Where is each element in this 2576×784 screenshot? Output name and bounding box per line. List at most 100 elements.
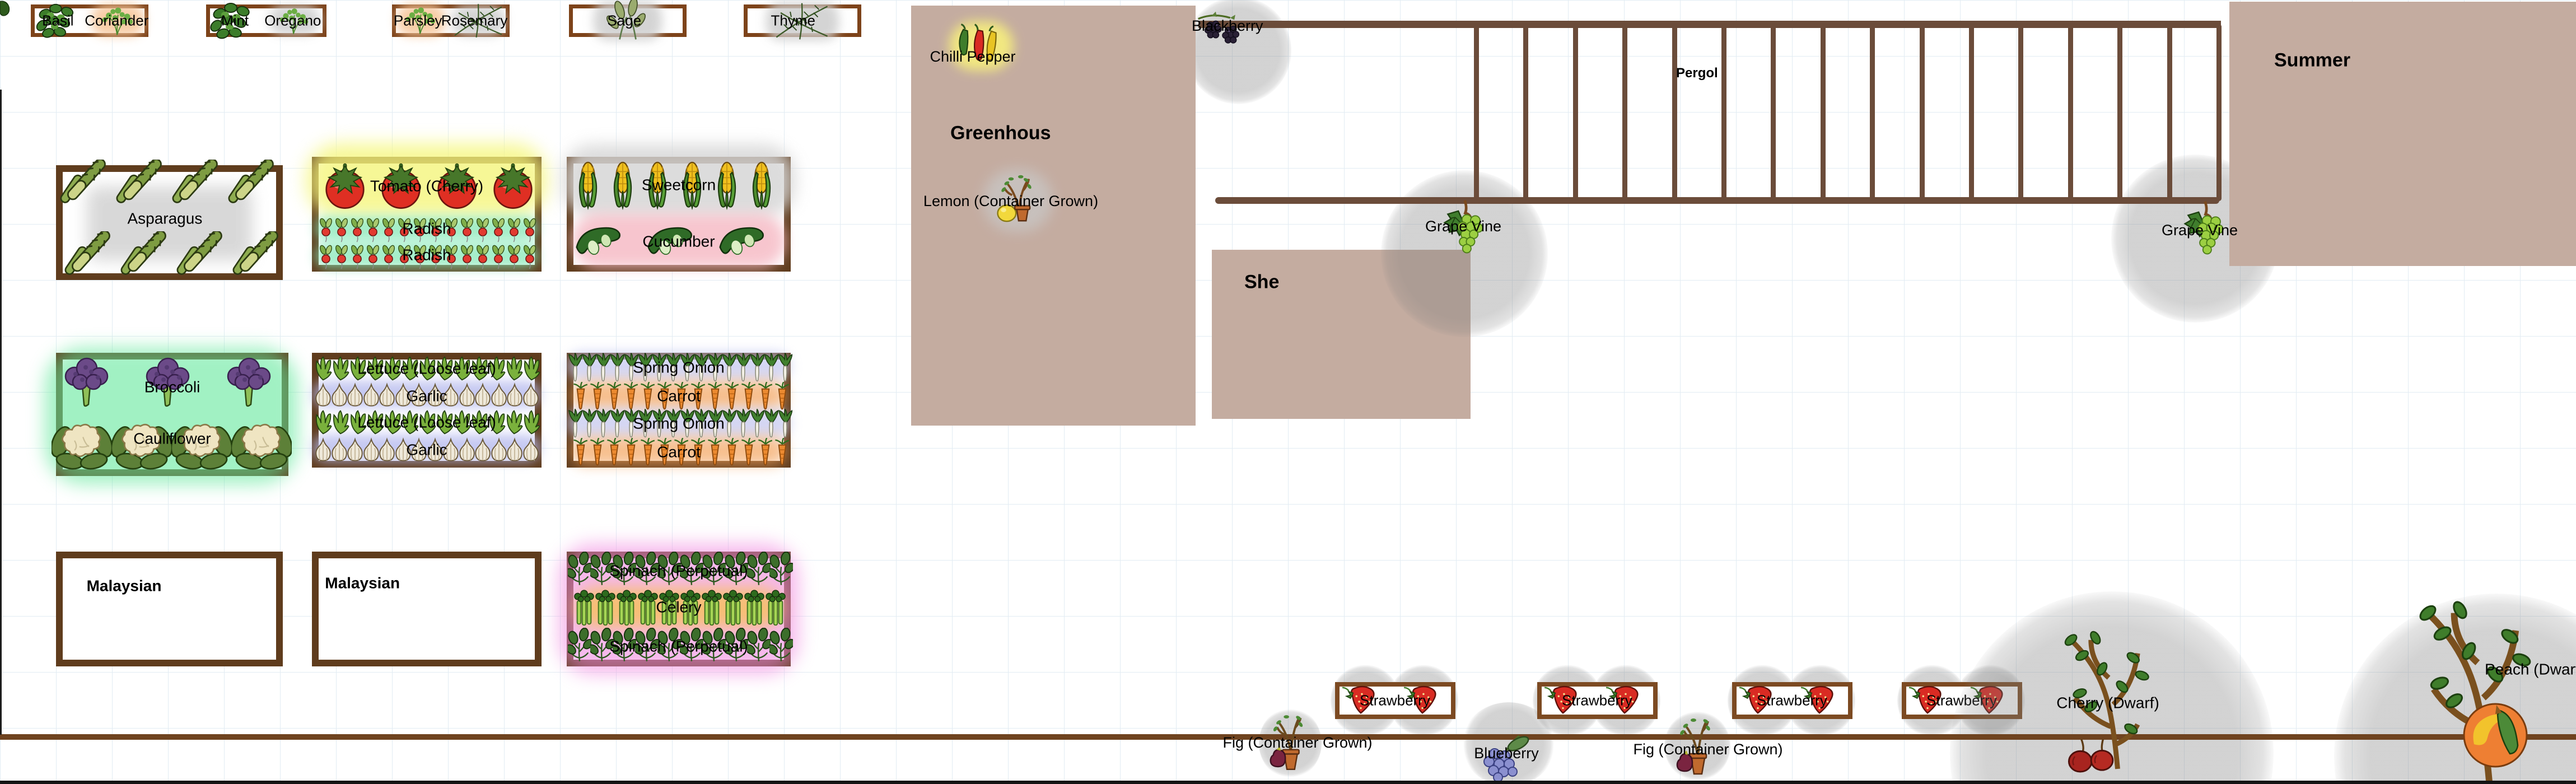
garlic-icon — [332, 437, 347, 464]
herb-planter-4[interactable]: Sage — [569, 4, 687, 40]
summerhouse[interactable]: Summer — [2229, 2, 2576, 266]
strawberry-bed-4[interactable]: Strawberry — [1902, 682, 2022, 719]
cherry-label: Cherry (Dwarf) — [2056, 694, 2159, 712]
shed[interactable]: She — [1212, 250, 1471, 419]
garlic-icon — [523, 382, 539, 409]
lettuce-icon — [505, 355, 523, 382]
radish-icon — [522, 217, 537, 243]
radish-icon — [366, 217, 380, 243]
planting-label: Spinach (Perpetual) — [609, 637, 748, 655]
pergola-rung — [2068, 24, 2073, 201]
fence-line[interactable] — [0, 734, 2576, 740]
spinach-icon — [769, 628, 793, 664]
strawberry-bed-2[interactable]: Strawberry — [1537, 682, 1658, 719]
pergola-rung — [1721, 24, 1726, 201]
sponion-icon — [764, 409, 778, 438]
celery-icon — [722, 590, 744, 626]
cauliflower-icon — [52, 412, 112, 472]
strawberry-label: Strawberry — [1926, 693, 1997, 709]
planting-label: Spring Onion — [633, 414, 725, 432]
sponion-icon — [750, 409, 764, 438]
bed-malaysian-2[interactable]: Malaysian — [312, 552, 542, 666]
radish-icon — [319, 244, 333, 270]
sponion-icon — [750, 353, 764, 382]
strawberry-bed-3[interactable]: Strawberry — [1732, 682, 1852, 719]
tomato-icon — [320, 160, 370, 212]
pergola-rung — [2117, 24, 2123, 201]
pergola-rung — [1474, 24, 1479, 201]
bed-asparagus[interactable]: Asparagus — [56, 165, 283, 280]
broccoli-icon — [59, 353, 115, 409]
halo — [87, 186, 252, 260]
herb-label: Oregano — [264, 12, 321, 29]
carrot-icon — [572, 438, 589, 467]
planting-label: Carrot — [657, 387, 701, 405]
asparagus-icon — [174, 231, 225, 279]
planting-row[interactable] — [62, 231, 286, 279]
radish-icon — [522, 244, 537, 270]
planting-label: Cucumber — [642, 232, 715, 250]
broccoli-icon — [221, 353, 277, 409]
radish-icon — [334, 244, 349, 270]
lettuce-icon — [522, 355, 540, 382]
garlic-icon — [332, 382, 347, 409]
spinach-icon — [747, 628, 771, 664]
garlic-icon — [363, 382, 379, 409]
plant-fig-1-label: Fig (Container Grown) — [1222, 734, 1373, 752]
planting-label: Radish — [402, 246, 451, 264]
chilli-pepper-label: Chilli Pepper — [930, 48, 1016, 66]
herb-planter-5[interactable]: Thyme — [744, 2, 861, 40]
planting-label: Asparagus — [127, 209, 203, 227]
asparagus-icon — [113, 160, 165, 208]
carrot-icon — [640, 438, 656, 467]
planting-label: Radish — [402, 220, 451, 237]
celery-icon — [595, 590, 616, 626]
planting-row[interactable] — [57, 160, 281, 208]
cherry-fruit-icon — [2062, 738, 2125, 773]
strawberry-bed-1[interactable]: Strawberry — [1335, 682, 1455, 719]
planting-label: Lettuce (Loose leaf) — [357, 360, 496, 377]
pergola-rung — [1523, 24, 1529, 201]
sponion-icon — [736, 353, 750, 382]
plant-blueberry-label: Blueberry — [1474, 745, 1539, 762]
herb-label: Basil — [42, 12, 74, 29]
sponion-icon — [582, 409, 596, 438]
radish-icon — [491, 244, 506, 270]
planting-label: Broccoli — [144, 378, 200, 396]
carrot-icon — [640, 382, 656, 411]
pergola[interactable] — [1198, 21, 2222, 204]
asparagus-icon — [57, 160, 109, 208]
plant-fig-2-label: Fig (Container Grown) — [1633, 741, 1783, 758]
carrot-icon — [572, 382, 589, 411]
garlic-icon — [491, 437, 507, 464]
plot-bottom-edge — [0, 781, 2576, 784]
carrot-icon — [774, 382, 791, 411]
bed-malaysian-1[interactable]: Malaysian — [56, 552, 283, 666]
sponion-icon — [568, 353, 582, 382]
spinach-icon — [747, 552, 771, 587]
carrot-icon — [724, 438, 740, 467]
sponion-icon — [610, 353, 624, 382]
carrot-icon — [740, 438, 757, 467]
summerhouse-label: Summer — [2274, 49, 2351, 71]
spinach-icon — [568, 552, 591, 587]
greenhouse-label: Greenhous — [950, 122, 1051, 144]
strawberry-label: Strawberry — [1360, 692, 1430, 709]
sponion-icon — [778, 353, 792, 382]
plot-left-edge — [0, 90, 2, 735]
garlic-icon — [315, 382, 331, 409]
pergola-rung — [2018, 24, 2024, 201]
celery-icon — [616, 590, 637, 626]
plant-blackberry-label: Blackberry — [1192, 17, 1263, 35]
